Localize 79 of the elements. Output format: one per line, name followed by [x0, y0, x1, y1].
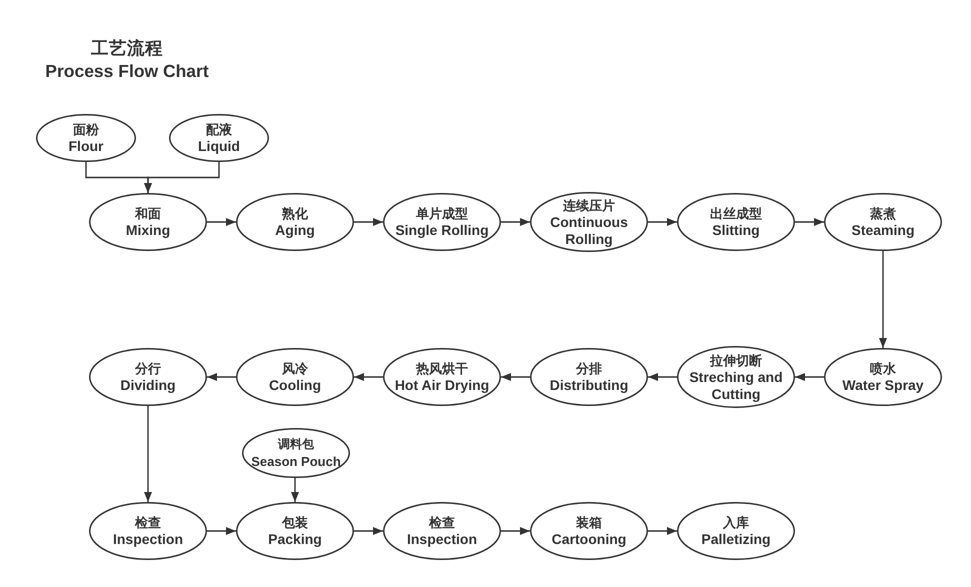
ellipse-node — [236, 502, 354, 560]
node-label: 单片成型 — [416, 205, 468, 222]
node-label: 检查 — [429, 514, 455, 531]
ellipse-node — [169, 114, 269, 162]
arrow — [648, 373, 677, 381]
ellipse-node — [824, 348, 942, 406]
node-label: 喷水 — [870, 360, 896, 377]
node-label: 和面 — [135, 205, 161, 222]
ellipse-node — [236, 193, 354, 251]
node-label: 入库 — [723, 514, 749, 531]
arrow — [291, 478, 299, 502]
ellipse-node — [89, 193, 207, 251]
node-label: Steaming — [851, 222, 914, 239]
arrow — [354, 527, 383, 535]
diagram-title: 工艺流程 Process Flow Chart — [44, 37, 210, 83]
node-label: 热风烘干 — [416, 360, 468, 377]
node-label: 拉伸切断 — [710, 352, 762, 368]
node-label: Single Rolling — [395, 222, 489, 239]
ellipse-node — [677, 346, 795, 408]
arrow — [354, 373, 383, 381]
node-label: 出丝成型 — [710, 205, 762, 222]
node-label: Inspection — [112, 531, 183, 548]
ellipse-node — [677, 193, 795, 251]
arrow — [879, 251, 887, 348]
node-label: Cooling — [268, 377, 322, 394]
node-label: Flour — [68, 138, 104, 155]
ellipse-node — [530, 192, 648, 252]
node-label: Slitting — [712, 222, 760, 239]
node-label: 面粉 — [73, 121, 99, 138]
ellipse-node — [530, 348, 648, 406]
node-label: Continuous Rolling — [549, 214, 629, 248]
node-label: 检查 — [135, 514, 161, 531]
arrow — [795, 218, 824, 226]
ellipse-node — [383, 502, 501, 560]
arrow — [144, 162, 220, 193]
node-label: Water Spray — [842, 377, 924, 394]
arrow — [501, 527, 530, 535]
node-label: 分行 — [135, 360, 161, 377]
node-label: Cartooning — [552, 531, 626, 548]
arrow — [795, 373, 824, 381]
arrow — [207, 527, 236, 535]
node-label: Inspection — [406, 531, 477, 548]
node-label: Palletizing — [701, 531, 771, 548]
ellipse-node — [824, 193, 942, 251]
node-label: Distributing — [550, 377, 628, 394]
node-label: 配液 — [206, 121, 232, 138]
node-label: Liquid — [198, 138, 240, 155]
arrow — [648, 218, 677, 226]
node-label: Dividing — [120, 377, 176, 394]
node-label: 风冷 — [282, 360, 308, 377]
arrow — [501, 373, 530, 381]
ellipse-node — [530, 502, 648, 560]
node-label: 分排 — [576, 360, 602, 377]
node-label: Streching and Cutting — [688, 368, 784, 402]
arrow — [207, 373, 236, 381]
node-label: 连续压片 — [563, 196, 615, 214]
node-label: 调料包 — [278, 436, 314, 453]
node-label: Season Pouch — [251, 453, 341, 470]
node-label: Hot Air Drying — [394, 377, 490, 394]
arrow — [501, 218, 530, 226]
node-label: 包装 — [282, 514, 308, 531]
ellipse-node — [236, 348, 354, 406]
node-label: 蒸煮 — [870, 205, 896, 222]
ellipse-node — [89, 502, 207, 560]
node-label: Packing — [268, 531, 322, 548]
node-label: Mixing — [126, 222, 170, 239]
ellipse-node — [383, 193, 501, 251]
arrow — [144, 406, 152, 502]
node-label: 装箱 — [576, 514, 602, 531]
ellipse-node — [383, 348, 501, 406]
arrow — [207, 218, 236, 226]
ellipse-node — [242, 428, 350, 478]
node-label: 熟化 — [282, 205, 308, 222]
arrow — [648, 527, 677, 535]
ellipse-node — [36, 114, 136, 162]
ellipse-node — [89, 348, 207, 406]
arrow — [354, 218, 383, 226]
node-label: Aging — [275, 222, 315, 239]
ellipse-node — [677, 502, 795, 560]
